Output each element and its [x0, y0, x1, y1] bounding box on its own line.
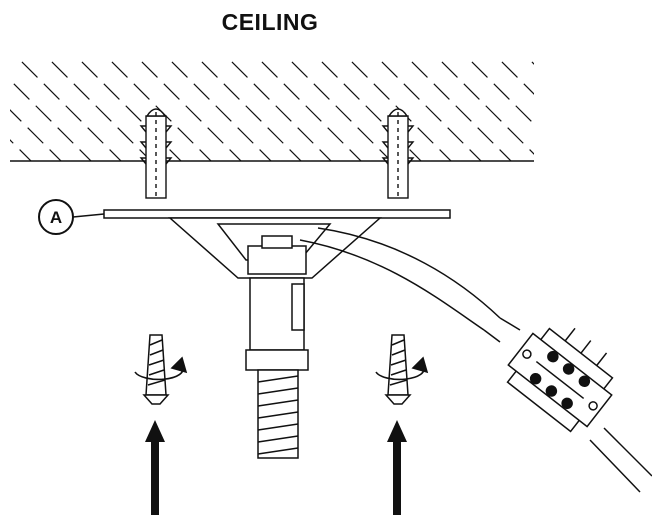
ceiling-hatch — [10, 60, 534, 161]
rotate-arrow-right-icon — [375, 356, 429, 381]
screw-left — [142, 334, 170, 405]
screw-right — [384, 334, 412, 405]
threaded-stud — [245, 235, 309, 459]
wall-anchor-right — [381, 108, 415, 199]
callout-a: A — [38, 199, 105, 235]
rotate-arrow-left-icon — [134, 356, 188, 381]
wall-anchor-left — [139, 108, 173, 199]
ceiling-title: CEILING — [221, 9, 319, 35]
up-arrow-left-icon — [145, 420, 165, 515]
cable — [299, 227, 521, 343]
terminal-block — [506, 327, 614, 433]
up-arrow-right-icon — [387, 420, 407, 515]
callout-a-label: A — [50, 208, 62, 227]
cable-out — [589, 427, 652, 493]
